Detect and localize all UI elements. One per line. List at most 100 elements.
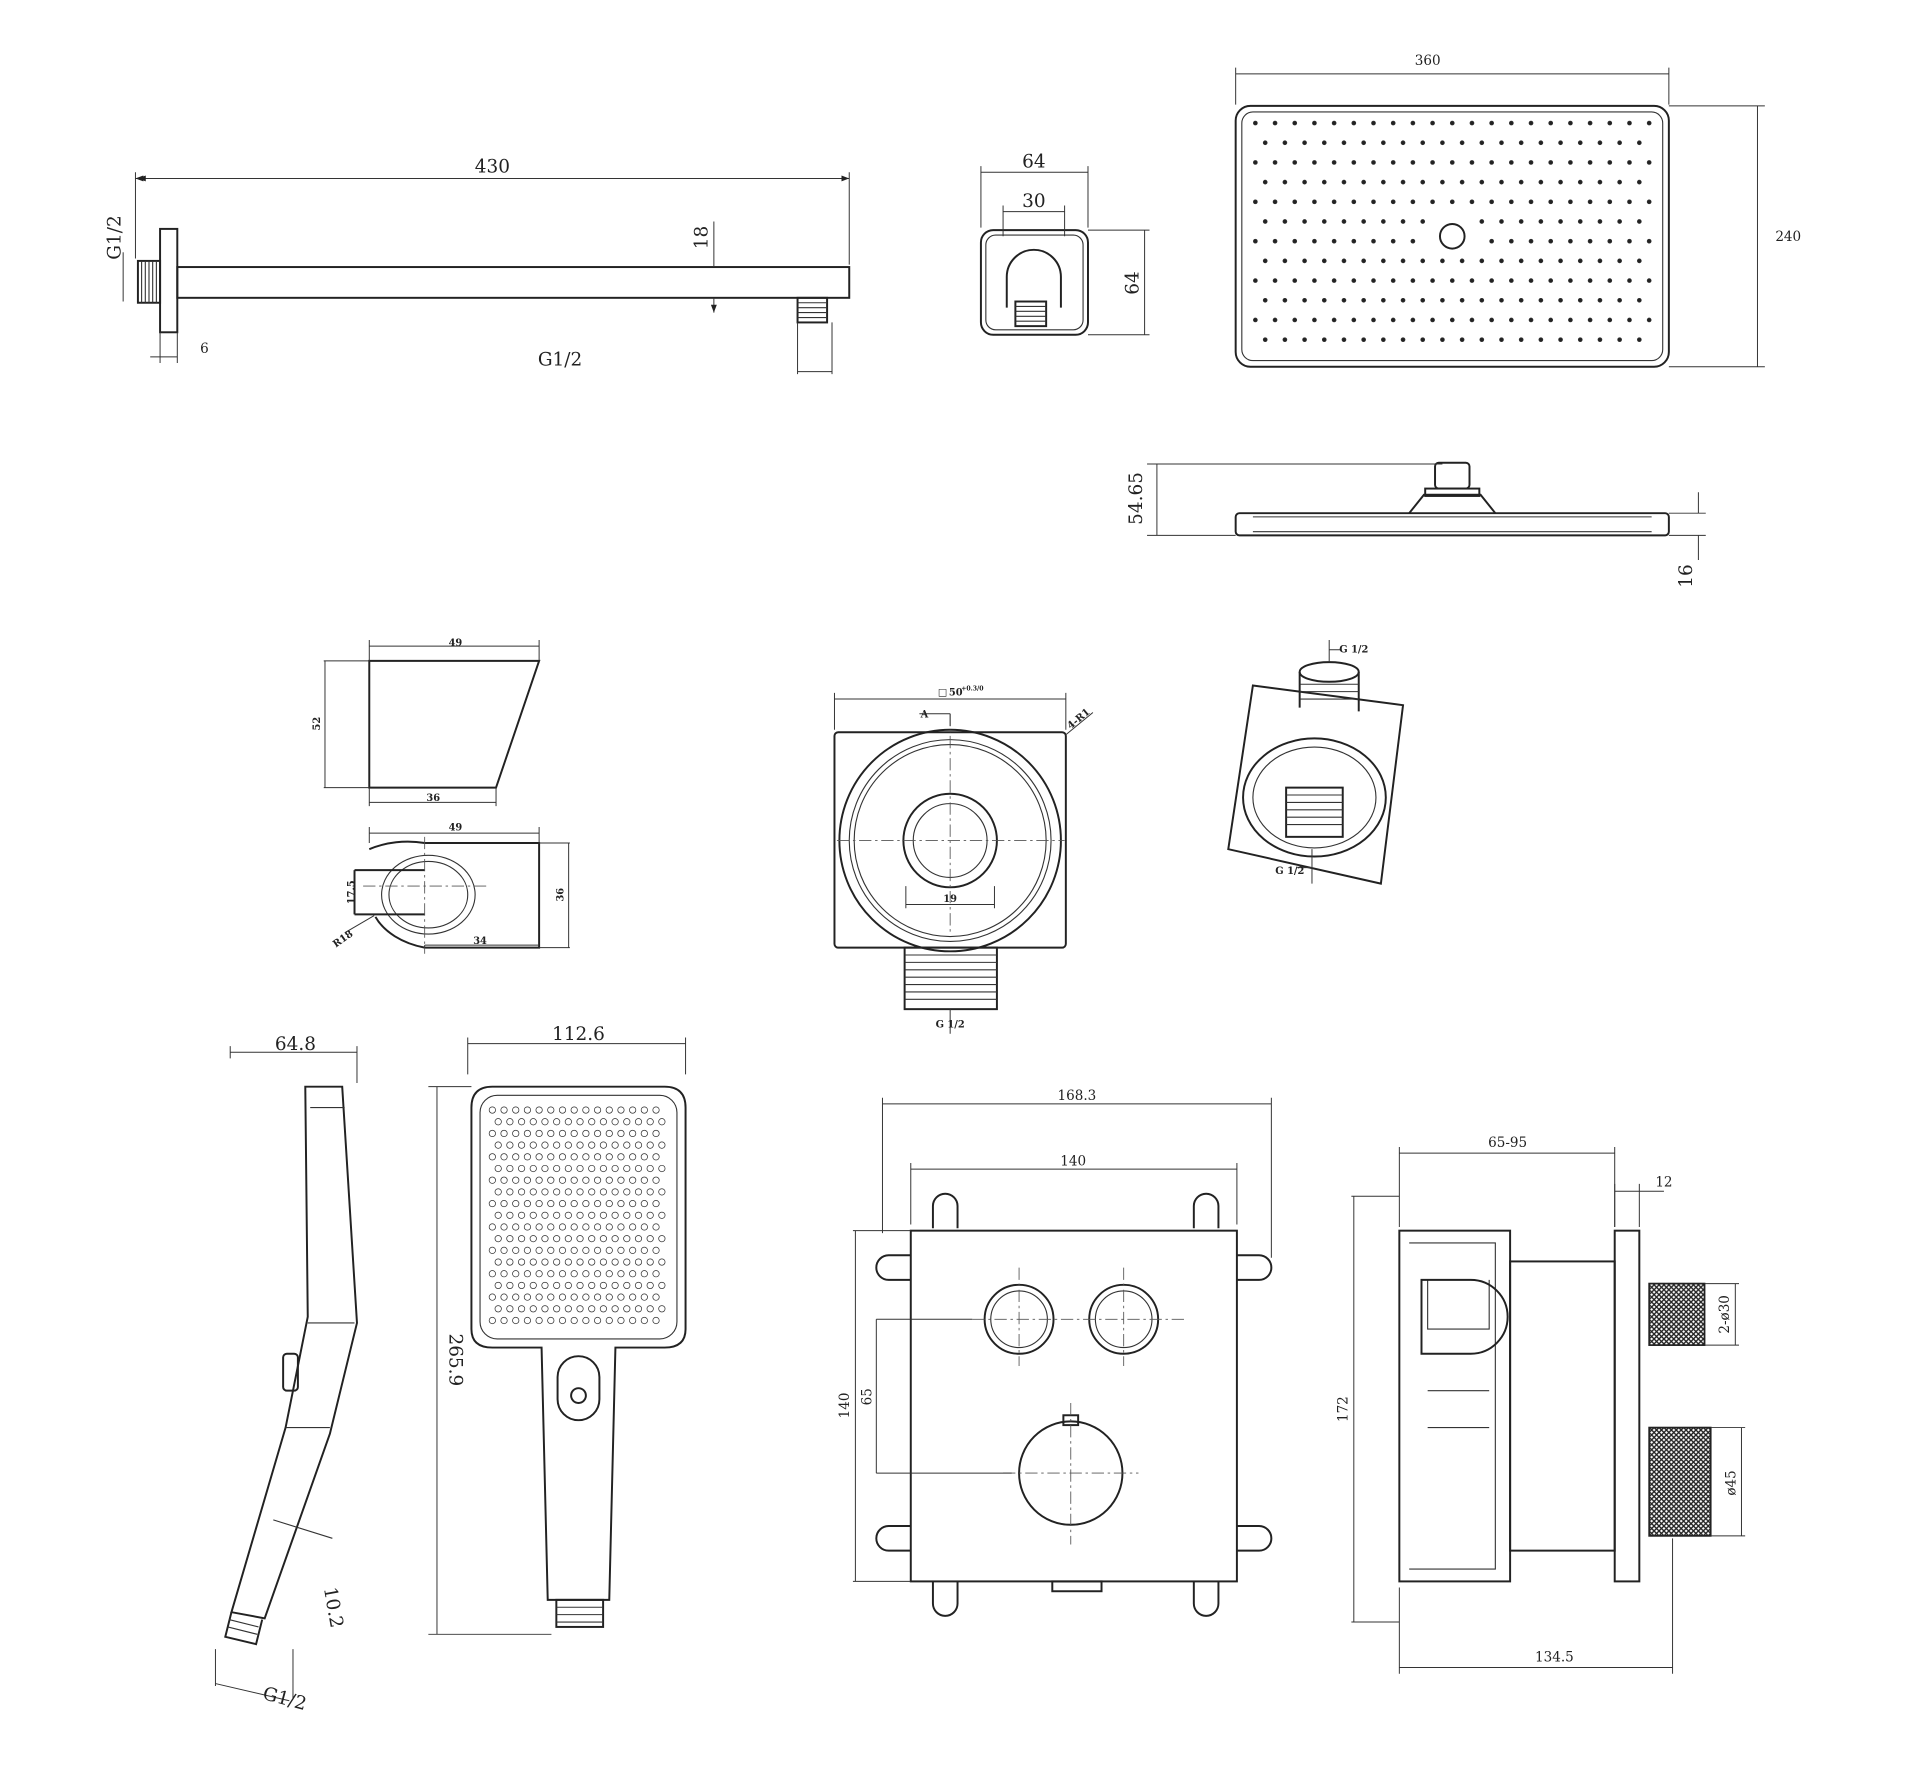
nozzle-dot: [547, 1293, 555, 1301]
nozzle-dot: [512, 1293, 520, 1301]
nozzle-dot: [1597, 179, 1603, 185]
nozzle-dot: [570, 1176, 578, 1184]
nozzle-dot: [611, 1258, 619, 1266]
nozzle-dot: [488, 1316, 496, 1325]
nozzle-dot: [488, 1153, 496, 1161]
nozzle-dot: [1479, 258, 1485, 264]
nozzle-dot: [1331, 238, 1337, 244]
nozzle-dot: [1371, 278, 1376, 283]
rain-head-side-view: 54.65 16: [1126, 461, 1706, 588]
nozzle-dot: [576, 1141, 584, 1149]
nozzle-dot: [1548, 199, 1554, 205]
nozzle-dot: [1440, 297, 1445, 303]
nozzle-dot: [1341, 179, 1347, 185]
nozzle-dot: [646, 1258, 654, 1266]
nozzle-dot: [1282, 179, 1288, 185]
nozzle-dot: [512, 1223, 520, 1231]
nozzle-dot: [652, 1223, 660, 1231]
hand-length-label: 265.9: [444, 1333, 465, 1386]
nozzle-dot: [594, 1176, 602, 1184]
nozzle-dot: [617, 1293, 625, 1301]
nozzle-dot: [1430, 120, 1435, 126]
nozzle-dot: [582, 1200, 590, 1208]
nozzle-dot: [1636, 337, 1642, 343]
nozzle-dot: [1361, 258, 1366, 264]
nozzle-dot: [1390, 278, 1396, 283]
elbow-inner-label: 30: [1022, 191, 1045, 212]
nozzle-dot: [1538, 140, 1544, 146]
nozzle-dot: [1617, 337, 1622, 343]
nozzle-dot: [623, 1141, 631, 1149]
nozzle-dot: [629, 1176, 637, 1184]
nozzle-dot: [1331, 199, 1337, 205]
nozzle-dot: [541, 1235, 549, 1243]
nozzle-dot: [512, 1200, 520, 1208]
holder-plan-view: 49 17.5 R18 34 36: [331, 823, 570, 954]
nozzle-dot: [1272, 238, 1278, 244]
nozzle-dot: [1381, 258, 1386, 264]
nozzle-dot: [1587, 238, 1593, 244]
nozzle-dot: [582, 1223, 590, 1231]
nozzle-dot: [535, 1129, 543, 1138]
nozzle-dot: [529, 1164, 537, 1173]
nozzle-dot: [646, 1211, 654, 1219]
nozzle-dot: [1607, 199, 1613, 205]
nozzle-dot: [1479, 337, 1485, 343]
nozzle-dot: [1292, 278, 1298, 283]
nozzle-dot: [1489, 278, 1494, 283]
nozzle-dot: [1518, 337, 1524, 343]
nozzle-dot: [564, 1281, 572, 1289]
nozzle-dot: [506, 1164, 514, 1173]
nozzle-dot: [494, 1258, 502, 1266]
nozzle-dot: [1262, 297, 1268, 303]
hand-shower-side-view: 64.8 10.2 G1/2: [214, 1034, 358, 1715]
nozzle-dot: [1607, 120, 1613, 126]
nozzle-dot: [500, 1153, 508, 1161]
nozzle-dot: [1253, 199, 1258, 205]
nozzle-dot: [529, 1188, 537, 1196]
nozzle-dot: [576, 1211, 584, 1219]
nozzle-dot: [1528, 120, 1534, 126]
outlet-square-symbol: □: [938, 687, 947, 698]
holder-offset-label: 34: [473, 936, 487, 947]
nozzle-dot: [629, 1129, 637, 1138]
nozzle-dot: [652, 1129, 660, 1138]
nozzle-dot: [529, 1281, 537, 1289]
nozzle-dot: [652, 1316, 660, 1325]
nozzle-dot: [518, 1305, 526, 1313]
nozzle-dot: [1420, 258, 1426, 264]
nozzle-dot: [1469, 317, 1475, 323]
elbow-height-label: 64: [1122, 271, 1143, 294]
nozzle-dot: [617, 1176, 625, 1184]
nozzle-dot: [541, 1258, 549, 1266]
nozzle-dot: [646, 1281, 654, 1289]
valve-front-view: 168.3 140 140 65: [837, 1088, 1273, 1617]
nozzle-dot: [558, 1316, 567, 1325]
arm-length-label: 430: [475, 156, 510, 177]
nozzle-dot: [541, 1188, 549, 1196]
nozzle-dot: [1577, 258, 1583, 264]
nozzle-dot: [652, 1153, 660, 1161]
nozzle-dot: [1282, 140, 1288, 146]
nozzle-dot: [523, 1293, 531, 1301]
nozzle-dot: [494, 1188, 502, 1196]
nozzle-dot: [512, 1153, 520, 1161]
nozzle-dot: [652, 1176, 660, 1184]
nozzle-dot: [1459, 140, 1465, 146]
nozzle-dot: [488, 1106, 496, 1114]
nozzle-dot: [1558, 337, 1563, 343]
nozzle-dot: [1479, 179, 1485, 185]
nozzle-dot: [1577, 337, 1583, 343]
nozzle-dot: [1440, 179, 1445, 185]
nozzle-dot: [1282, 258, 1288, 264]
nozzle-dot: [623, 1118, 631, 1126]
nozzle-dot: [1646, 238, 1652, 244]
nozzle-dot: [629, 1200, 637, 1208]
nozzle-dot: [1518, 258, 1524, 264]
nozzle-dot: [1410, 238, 1416, 244]
nozzle-dot: [494, 1305, 502, 1313]
nozzle-dot: [1538, 219, 1544, 224]
nozzle-dot: [576, 1281, 584, 1289]
nozzle-dot: [640, 1200, 648, 1208]
nozzle-dot: [500, 1129, 508, 1138]
